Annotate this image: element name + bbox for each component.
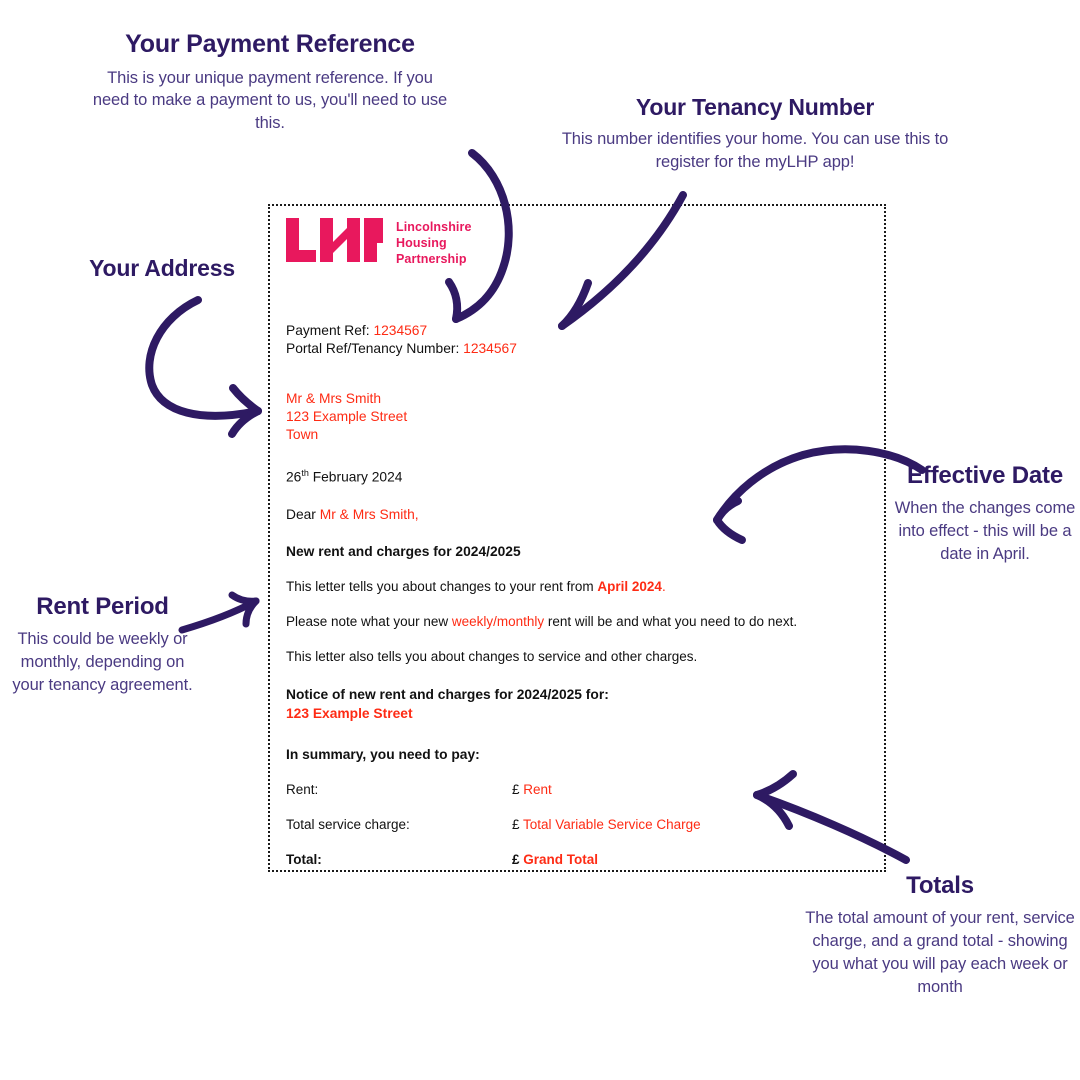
- summary-amount: £ Rent: [512, 782, 552, 797]
- paragraph-2-after: rent will be and what you need to do nex…: [544, 614, 798, 630]
- callout-body: This could be weekly or monthly, dependi…: [12, 630, 193, 694]
- callout-tenancy-number: Your Tenancy Number This number identifi…: [515, 94, 995, 174]
- callout-address: Your Address: [28, 255, 296, 282]
- tenancy-ref-value: 1234567: [463, 341, 517, 357]
- salutation-prefix: Dear: [286, 507, 320, 523]
- logo-line-2: Housing: [396, 236, 447, 250]
- lhp-logo: Lincolnshire Housing Partnership: [286, 218, 874, 276]
- address-line-2: 123 Example Street: [286, 408, 408, 424]
- date-ordinal: th: [301, 467, 309, 478]
- paragraph-1-after: .: [661, 579, 666, 595]
- notice-block: Notice of new rent and charges for 2024/…: [286, 686, 874, 722]
- summary-row-rent: Rent: £ Rent: [286, 782, 874, 797]
- currency-symbol: £: [512, 851, 520, 867]
- tenancy-ref-label: Portal Ref/Tenancy Number:: [286, 341, 460, 357]
- callout-rent-period: Rent Period This could be weekly or mont…: [0, 593, 205, 697]
- payment-ref-label: Payment Ref:: [286, 323, 370, 338]
- summary-label: Total:: [286, 851, 322, 867]
- payment-ref-value: 1234567: [373, 323, 428, 338]
- paragraph-1: This letter tells you about changes to y…: [286, 579, 874, 594]
- paragraph-3: This letter also tells you about changes…: [286, 649, 698, 665]
- summary-row-service-charge: Total service charge: £ Total Variable S…: [286, 817, 874, 832]
- callout-title: Totals: [906, 872, 974, 899]
- summary-label: Total service charge:: [286, 816, 410, 832]
- summary-heading: In summary, you need to pay:: [286, 746, 480, 762]
- callout-body: The total amount of your rent, service c…: [805, 909, 1075, 996]
- lhp-logomark-icon: [286, 218, 383, 262]
- summary-label: Rent:: [286, 781, 319, 797]
- summary-value: Rent: [523, 781, 552, 797]
- callout-title: Your Address: [89, 255, 235, 281]
- callout-title: Your Tenancy Number: [635, 94, 875, 120]
- callout-body: This is your unique payment reference. I…: [92, 68, 448, 133]
- recipient-address: Mr & Mrs Smith 123 Example Street Town: [286, 390, 874, 444]
- paragraph-1-before: This letter tells you about changes to y…: [286, 579, 598, 595]
- summary-row-total: Total: £ Grand Total: [286, 852, 874, 867]
- payment-ref-line: Payment Ref: 1234567: [286, 322, 874, 340]
- arrow-address: [145, 296, 262, 438]
- date-day: 26: [286, 469, 302, 485]
- lhp-logo-wordmark: Lincolnshire Housing Partnership: [396, 218, 472, 267]
- letter-heading: New rent and charges for 2024/2025: [286, 544, 521, 560]
- callout-title: Your Payment Reference: [125, 30, 415, 58]
- address-line-3: Town: [286, 426, 319, 442]
- summary-value: Total Variable Service Charge: [523, 816, 701, 832]
- date-rest: February 2024: [308, 469, 403, 485]
- logo-line-3: Partnership: [396, 252, 467, 266]
- paragraph-2: Please note what your new weekly/monthly…: [286, 614, 874, 629]
- callout-effective-date: Effective Date When the changes come int…: [890, 462, 1080, 566]
- reference-block: Payment Ref: 1234567 Portal Ref/Tenancy …: [286, 322, 874, 359]
- callout-title: Effective Date: [907, 462, 1063, 489]
- paragraph-2-before: Please note what your new: [286, 614, 452, 630]
- summary-amount: £ Grand Total: [512, 852, 598, 867]
- callout-body: When the changes come into effect - this…: [894, 499, 1076, 563]
- callout-payment-reference: Your Payment Reference This is your uniq…: [75, 30, 465, 135]
- notice-line-2: 123 Example Street: [286, 705, 413, 721]
- summary-amount: £ Total Variable Service Charge: [512, 817, 701, 832]
- summary-value: Grand Total: [523, 851, 599, 867]
- currency-symbol: £: [512, 816, 520, 832]
- paragraph-1-highlight: April 2024: [597, 579, 662, 595]
- tenancy-ref-line: Portal Ref/Tenancy Number: 1234567: [286, 340, 874, 358]
- letter-page: Lincolnshire Housing Partnership Payment…: [268, 204, 886, 872]
- address-line-1: Mr & Mrs Smith: [286, 390, 382, 406]
- currency-symbol: £: [512, 781, 520, 797]
- salutation-name: Mr & Mrs Smith,: [319, 507, 419, 523]
- logo-line-1: Lincolnshire: [396, 220, 472, 234]
- letter-date: 26th February 2024: [286, 468, 874, 485]
- callout-title: Rent Period: [36, 593, 169, 620]
- notice-line-1: Notice of new rent and charges for 2024/…: [286, 687, 609, 703]
- paragraph-2-highlight: weekly/monthly: [451, 614, 545, 630]
- salutation: Dear Mr & Mrs Smith,: [286, 507, 874, 522]
- callout-body: This number identifies your home. You ca…: [561, 130, 949, 171]
- callout-totals: Totals The total amount of your rent, se…: [800, 872, 1080, 998]
